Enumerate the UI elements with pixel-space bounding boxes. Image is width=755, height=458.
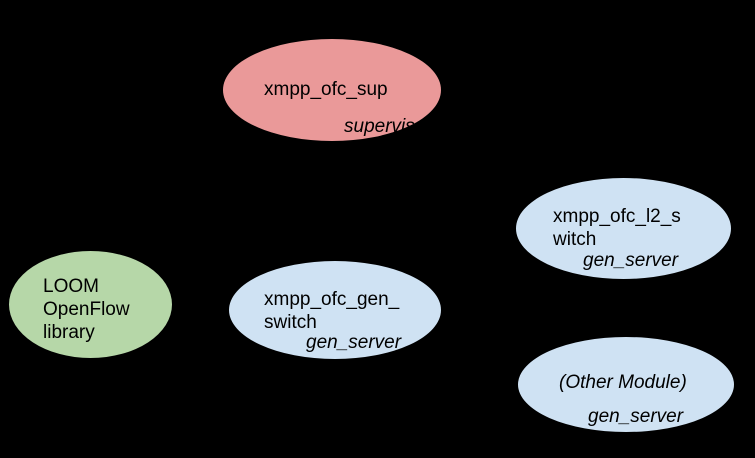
node-ellipse-xmpp-ofc-sup: xmpp_ofc_sup supervisor bbox=[222, 38, 442, 142]
behaviour-label-gen-server: gen_server bbox=[306, 332, 402, 353]
node-label-other-module: (Other Module) bbox=[559, 372, 687, 393]
node-label-loom-openflow-library: LOOM OpenFlow library bbox=[43, 276, 130, 343]
node-label-xmpp-ofc-sup: xmpp_ofc_sup bbox=[264, 79, 388, 100]
node-ellipse-xmpp-ofc-gen-switch: xmpp_ofc_gen_ switch gen_server bbox=[228, 260, 442, 360]
behaviour-label-gen-server: gen_server bbox=[583, 250, 679, 271]
node-ellipse-xmpp-ofc-l2-switch: xmpp_ofc_l2_s witch gen_server bbox=[515, 177, 732, 280]
behaviour-label-supervisor: supervisor bbox=[344, 116, 432, 137]
node-ellipse-loom-openflow-library: LOOM OpenFlow library bbox=[8, 250, 173, 359]
node-ellipse-other-module: (Other Module) gen_server bbox=[517, 336, 735, 433]
node-label-xmpp-ofc-gen-switch: xmpp_ofc_gen_ switch bbox=[264, 289, 400, 333]
behaviour-label-gen-server: gen_server bbox=[588, 406, 684, 427]
node-label-xmpp-ofc-l2-switch: xmpp_ofc_l2_s witch bbox=[553, 206, 681, 250]
